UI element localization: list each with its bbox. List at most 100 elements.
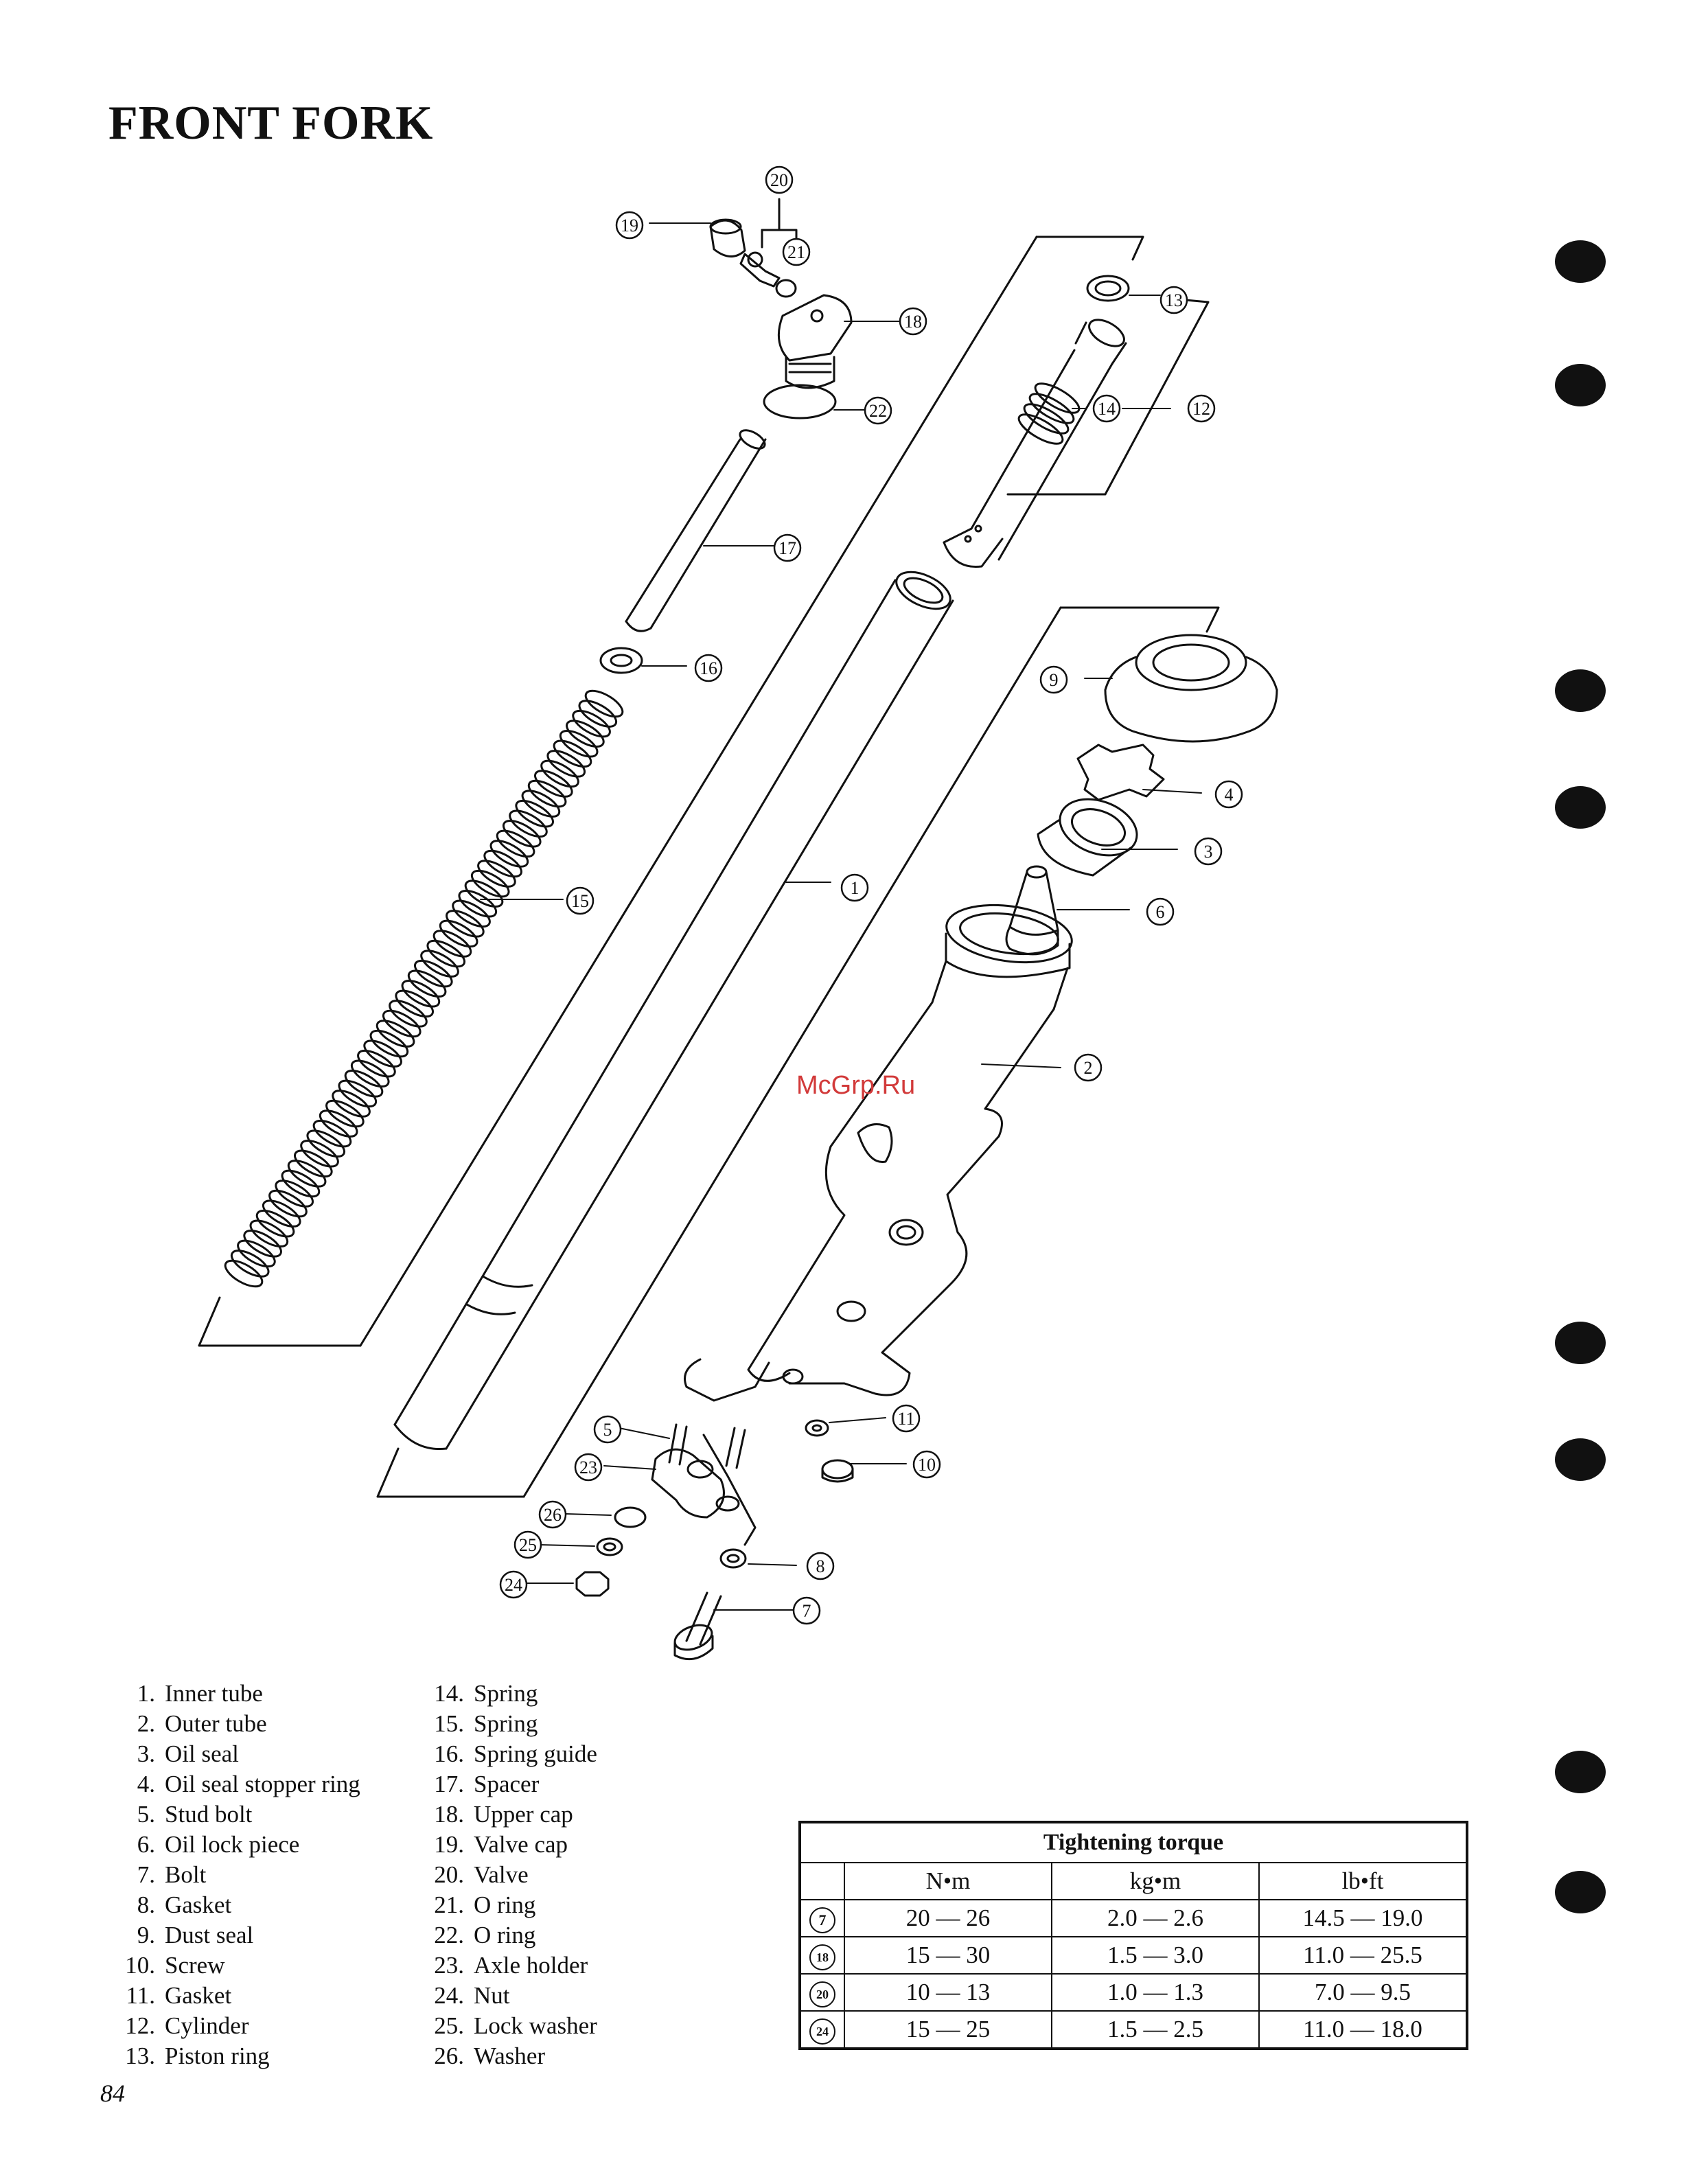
legend-item: 10.Screw bbox=[108, 1950, 360, 1981]
legend-label: Outer tube bbox=[165, 1710, 267, 1737]
legend-number: 8. bbox=[137, 1891, 155, 1918]
spring-coil bbox=[540, 759, 579, 788]
spring-coil bbox=[420, 950, 459, 978]
torque-ref-callout: 20 bbox=[809, 1981, 835, 2007]
watermark: McGrp.Ru bbox=[796, 1071, 916, 1100]
torque-table-caption: Tightening torque bbox=[799, 1821, 1468, 1863]
spring-coil bbox=[566, 720, 605, 748]
page-number: 84 bbox=[100, 2080, 125, 2107]
spring-coil bbox=[509, 809, 548, 838]
spring-coil bbox=[275, 1179, 314, 1208]
legend-number: 23. bbox=[434, 1952, 464, 1979]
spring-coil bbox=[572, 709, 611, 738]
spring-coil bbox=[521, 790, 561, 818]
legend-label: Oil lock piece bbox=[165, 1831, 300, 1858]
spring-coil bbox=[281, 1169, 321, 1198]
spring-coil bbox=[496, 829, 535, 858]
nut-part bbox=[575, 1571, 610, 1597]
oil-seal-part bbox=[1037, 798, 1138, 877]
spring-coil bbox=[515, 799, 554, 828]
svg-text:26: 26 bbox=[544, 1505, 562, 1525]
callout-8: 8 bbox=[806, 1552, 835, 1580]
spring-coil bbox=[243, 1230, 282, 1258]
callout-21: 21 bbox=[782, 238, 811, 266]
fork-spring-part bbox=[224, 689, 624, 1288]
valve-part bbox=[739, 251, 781, 288]
svg-text:14: 14 bbox=[1098, 399, 1116, 419]
callout-17: 17 bbox=[773, 533, 802, 562]
spring-coil bbox=[477, 860, 516, 888]
spring-coil bbox=[432, 930, 472, 958]
legend-label: Gasket bbox=[165, 1891, 232, 1918]
legend-number: 3. bbox=[137, 1740, 155, 1767]
legend-item: 4.Oil seal stopper ring bbox=[108, 1769, 360, 1799]
callout-20: 20 bbox=[765, 165, 794, 194]
spring-coil bbox=[319, 1109, 358, 1138]
svg-text:20: 20 bbox=[770, 170, 788, 190]
inner-tube-bracket bbox=[376, 606, 1220, 1498]
legend-number: 6. bbox=[137, 1831, 155, 1858]
torque-cell-nm: 15 — 25 bbox=[844, 2010, 1052, 2049]
spring-coil bbox=[325, 1099, 365, 1128]
spring-coil bbox=[312, 1119, 352, 1148]
legend-number: 16. bbox=[434, 1740, 464, 1767]
spring-coil bbox=[407, 969, 447, 998]
legend-item: 22.O ring bbox=[417, 1920, 597, 1950]
legend-number: 13. bbox=[125, 2042, 155, 2069]
torque-header-nm: N•m bbox=[844, 1862, 1052, 1900]
torque-ref-callout: 7 bbox=[809, 1907, 835, 1933]
binding-hole bbox=[1555, 669, 1606, 712]
spring-coil bbox=[489, 840, 529, 868]
stud-bolt-part bbox=[668, 1423, 746, 1469]
legend-label: Lock washer bbox=[474, 2012, 597, 2039]
svg-text:18: 18 bbox=[904, 312, 922, 332]
spring-coil bbox=[268, 1189, 308, 1218]
axle-holder-bracket bbox=[702, 1434, 757, 1546]
spring-coil bbox=[237, 1239, 276, 1268]
svg-text:5: 5 bbox=[603, 1420, 612, 1440]
bolt-gasket-part bbox=[719, 1548, 747, 1569]
svg-text:9: 9 bbox=[1050, 670, 1059, 690]
spring-coil bbox=[382, 1009, 422, 1038]
legend-number: 19. bbox=[434, 1831, 464, 1858]
legend-number: 2. bbox=[137, 1710, 155, 1737]
spring-coil bbox=[502, 820, 542, 848]
legend-number: 10. bbox=[125, 1952, 155, 1979]
torque-header-lbft: lb•ft bbox=[1258, 1862, 1468, 1900]
cylinder-spring-part bbox=[1017, 382, 1081, 445]
spring-coil bbox=[534, 770, 573, 798]
upper-cap-part bbox=[777, 294, 853, 389]
torque-cell-lbft: 14.5 — 19.0 bbox=[1258, 1899, 1468, 1937]
torque-cell-kgm: 2.0 — 2.6 bbox=[1051, 1899, 1260, 1937]
legend-label: Dust seal bbox=[165, 1922, 254, 1948]
callout-10: 10 bbox=[912, 1450, 941, 1479]
svg-text:22: 22 bbox=[869, 401, 887, 421]
svg-text:12: 12 bbox=[1192, 399, 1210, 419]
spring-coil bbox=[483, 849, 522, 878]
spring-coil bbox=[300, 1140, 339, 1168]
cylinder-bracket bbox=[1006, 297, 1210, 496]
svg-text:11: 11 bbox=[897, 1409, 914, 1429]
screw-part bbox=[821, 1459, 854, 1483]
torque-cell-kgm: 1.5 — 3.0 bbox=[1051, 1936, 1260, 1975]
legend-item: 9.Dust seal bbox=[108, 1920, 360, 1950]
legend-item: 7.Bolt bbox=[108, 1860, 360, 1890]
legend-number: 12. bbox=[125, 2012, 155, 2039]
legend-item: 2. Outer tube bbox=[108, 1709, 360, 1739]
torque-cell-kgm: 1.0 — 1.3 bbox=[1051, 1973, 1260, 2012]
spring-coil bbox=[306, 1129, 346, 1158]
spring-coil bbox=[458, 889, 498, 918]
svg-text:17: 17 bbox=[778, 538, 796, 558]
torque-ref-callout: 18 bbox=[809, 1944, 835, 1970]
legend-label: Spring bbox=[474, 1680, 538, 1707]
legend-label: Spring bbox=[474, 1710, 538, 1737]
axle-holder-part bbox=[651, 1448, 740, 1519]
svg-text:4: 4 bbox=[1225, 785, 1234, 805]
spring-coil bbox=[559, 729, 599, 758]
legend-number: 7. bbox=[137, 1861, 155, 1888]
torque-cell-kgm: 1.5 — 2.5 bbox=[1051, 2010, 1260, 2049]
spring-guide-part bbox=[599, 647, 643, 674]
legend-label: Washer bbox=[474, 2042, 546, 2069]
